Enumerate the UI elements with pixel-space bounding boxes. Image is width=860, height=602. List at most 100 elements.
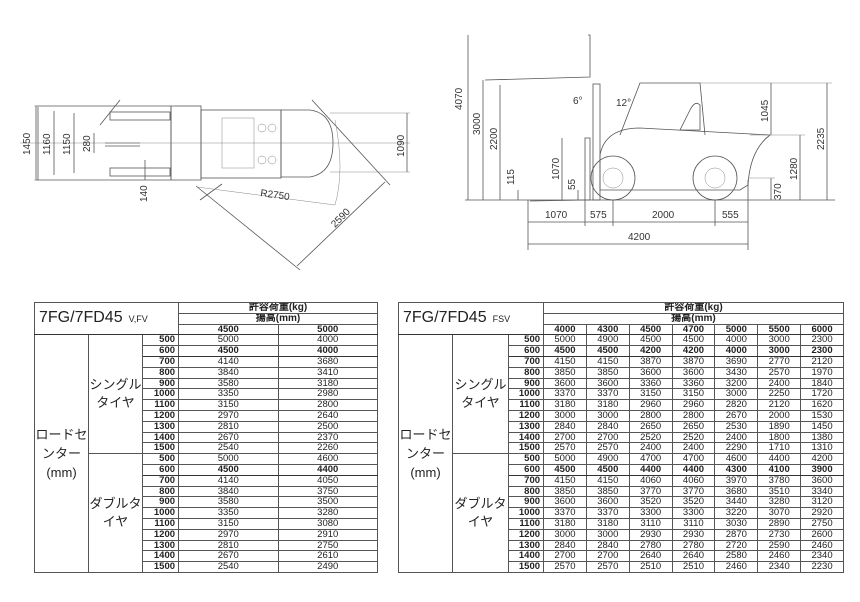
capacity-cell: 2640: [277, 409, 378, 422]
load-center-cell: 600: [507, 463, 545, 476]
lift-height-cell: 4500: [178, 323, 279, 336]
capacity-cell: 3200: [714, 377, 759, 390]
capacity-cell: 3520: [628, 496, 673, 509]
load-center-cell: 1000: [507, 507, 545, 519]
capacity-cell: 4140: [178, 355, 279, 368]
capacity-cell: 3350: [178, 507, 279, 519]
load-center-cell: 1300: [141, 539, 180, 552]
capacity-cell: 3520: [671, 496, 716, 509]
capacity-cell: 3110: [671, 517, 716, 530]
dim-3000: 3000: [472, 112, 483, 135]
capacity-cell: 3750: [277, 485, 378, 498]
load-center-cell: 600: [141, 463, 180, 476]
dim-370: 370: [773, 183, 784, 200]
capacity-cell: 2490: [277, 561, 378, 573]
dim-2590: 2590: [329, 206, 353, 230]
load-center-cell: 1100: [141, 517, 180, 530]
load-center-cell: 1500: [507, 561, 545, 573]
capacity-cell: 1380: [800, 431, 844, 444]
mast: [592, 83, 601, 201]
dim-280: 280: [82, 135, 93, 152]
capacity-cell: 2700: [543, 550, 587, 563]
capacity-cell: 5000: [178, 453, 279, 465]
capacity-cell: 3680: [277, 355, 378, 368]
capacity-cell: 2120: [757, 399, 802, 411]
capacity-cell: 3180: [585, 399, 630, 411]
capacity-cell: 4150: [543, 474, 587, 487]
capacity-cell: 2570: [585, 561, 630, 573]
capacity-cell: 3850: [543, 366, 587, 379]
capacity-cell: 2780: [671, 539, 716, 552]
capacity-cell: 3000: [714, 388, 759, 401]
load-center-cell: 1100: [507, 517, 545, 530]
capacity-cell: 2770: [757, 355, 802, 368]
capacity-cell: 4500: [671, 334, 716, 347]
capacity-cell: 3900: [800, 463, 844, 476]
capacity-cell: 2960: [628, 399, 673, 411]
capacity-cell: 2460: [714, 561, 759, 573]
capacity-cell: 2700: [585, 431, 630, 444]
capacity-cell: 4500: [543, 345, 587, 357]
load-center-cell: 900: [507, 377, 545, 390]
load-center-cell: 500: [507, 453, 545, 465]
capacity-cell: 2650: [671, 420, 716, 433]
load-center-cell: 800: [507, 366, 545, 379]
capacity-cell: 4600: [277, 453, 378, 465]
capacity-cell: 1970: [800, 366, 844, 379]
capacity-cell: 3360: [628, 377, 673, 390]
capacity-cell: 2720: [714, 539, 759, 552]
capacity-cell: 4000: [714, 334, 759, 347]
capacity-cell: 3000: [585, 528, 630, 541]
dimension-drawings: 1450 1160 1150 280 140 R2750 2590 1090: [20, 34, 835, 271]
load-center-cell: 1000: [141, 388, 180, 401]
capacity-cell: 2810: [178, 420, 279, 433]
capacity-cell: 4140: [178, 474, 279, 487]
capacity-cell: 5000: [543, 334, 587, 347]
dim-1280: 1280: [789, 157, 800, 180]
lift-height-cell: 4000: [543, 323, 587, 336]
dim-1070-overhang: 1070: [545, 210, 568, 221]
overhead-guard: [619, 82, 706, 136]
capacity-cell: 3970: [714, 474, 759, 487]
capacity-cell: 3850: [585, 485, 630, 498]
capacity-cell: 3180: [277, 377, 378, 390]
capacity-cell: 3600: [543, 496, 587, 509]
capacity-cell: 2540: [178, 442, 279, 455]
capacity-cell: 3770: [671, 485, 716, 498]
capacity-cell: 2840: [543, 420, 587, 433]
capacity-cell: 3430: [714, 366, 759, 379]
load-center-cell: 900: [507, 496, 545, 509]
capacity-cell: 3600: [585, 496, 630, 509]
capacity-cell: 2960: [671, 399, 716, 411]
capacity-cell: 4060: [628, 474, 673, 487]
capacity-cell: 1310: [800, 442, 844, 455]
lift-height-cell: 4700: [671, 323, 716, 336]
side-view-drawing: 4070 3000 2200 115 1070 55 6° 12° 1045 2…: [454, 34, 835, 250]
capacity-cell: 4050: [277, 474, 378, 487]
load-center-cell: 600: [141, 345, 180, 357]
rear-wheel: [692, 155, 738, 201]
capacity-cell: 2260: [277, 442, 378, 455]
capacity-cell: 3110: [628, 517, 673, 530]
load-center-cell: 1500: [141, 561, 180, 573]
capacity-cell: 4000: [277, 345, 378, 357]
load-center-cell: 900: [141, 377, 180, 390]
capacity-cell: 3600: [800, 474, 844, 487]
capacity-cell: 2800: [671, 409, 716, 422]
capacity-cell: 3600: [543, 377, 587, 390]
capacity-cell: 2750: [277, 539, 378, 552]
capacity-cell: 4900: [585, 453, 630, 465]
capacity-cell: 3870: [671, 355, 716, 368]
